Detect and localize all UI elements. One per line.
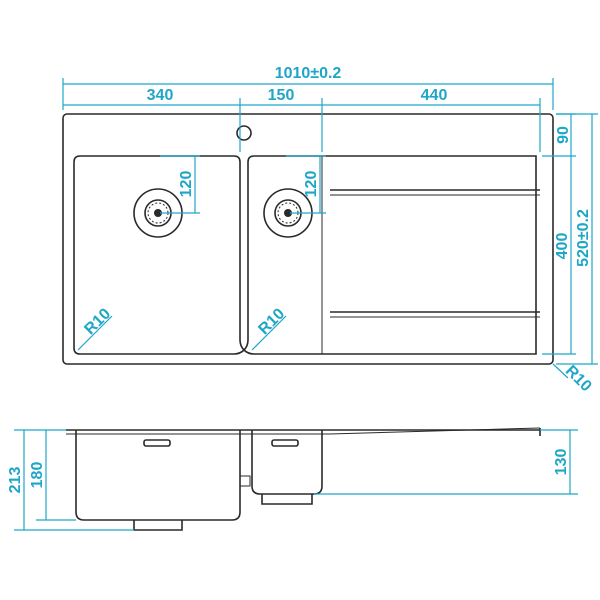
overall-width-label: 1010±0.2 — [275, 65, 342, 82]
drainer-grooves — [330, 189, 540, 318]
bowl-length-label: 400 — [554, 233, 571, 260]
right-bowl-width-label: 150 — [268, 87, 295, 104]
left-drain-offset-label: 120 — [178, 171, 195, 198]
left-bowl-profile — [75, 430, 241, 521]
left-bowl-depth-label: 180 — [29, 462, 46, 489]
right-overflow-slot — [271, 439, 299, 447]
left-bowl-width-label: 340 — [147, 87, 174, 104]
right-bowl-radius-label: R10 — [255, 305, 288, 338]
right-bowl — [242, 155, 537, 355]
left-overflow-slot — [143, 439, 171, 447]
sink-outline — [62, 113, 554, 365]
right-outlet — [261, 494, 313, 505]
top-view — [62, 113, 554, 365]
left-outlet — [133, 520, 183, 531]
outer-radius-label: R10 — [562, 362, 595, 395]
overall-depth-label: 520±0.2 — [575, 209, 592, 267]
tap-hole — [236, 125, 252, 141]
dimension-labels: 1010±0.2 340 150 440 90 400 520±0.2 R10 … — [7, 65, 595, 493]
left-bowl — [73, 155, 246, 355]
left-bowl-radius-label: R10 — [81, 305, 114, 338]
side-view — [66, 427, 541, 531]
right-bowl-profile — [251, 430, 323, 495]
right-drain-offset-label: 120 — [303, 171, 320, 198]
right-bowl-depth-label: 130 — [553, 449, 570, 476]
top-margin-label: 90 — [555, 126, 572, 144]
dimension-lines — [14, 78, 598, 531]
drainer-width-label: 440 — [421, 87, 448, 104]
total-height-label: 213 — [7, 467, 24, 494]
